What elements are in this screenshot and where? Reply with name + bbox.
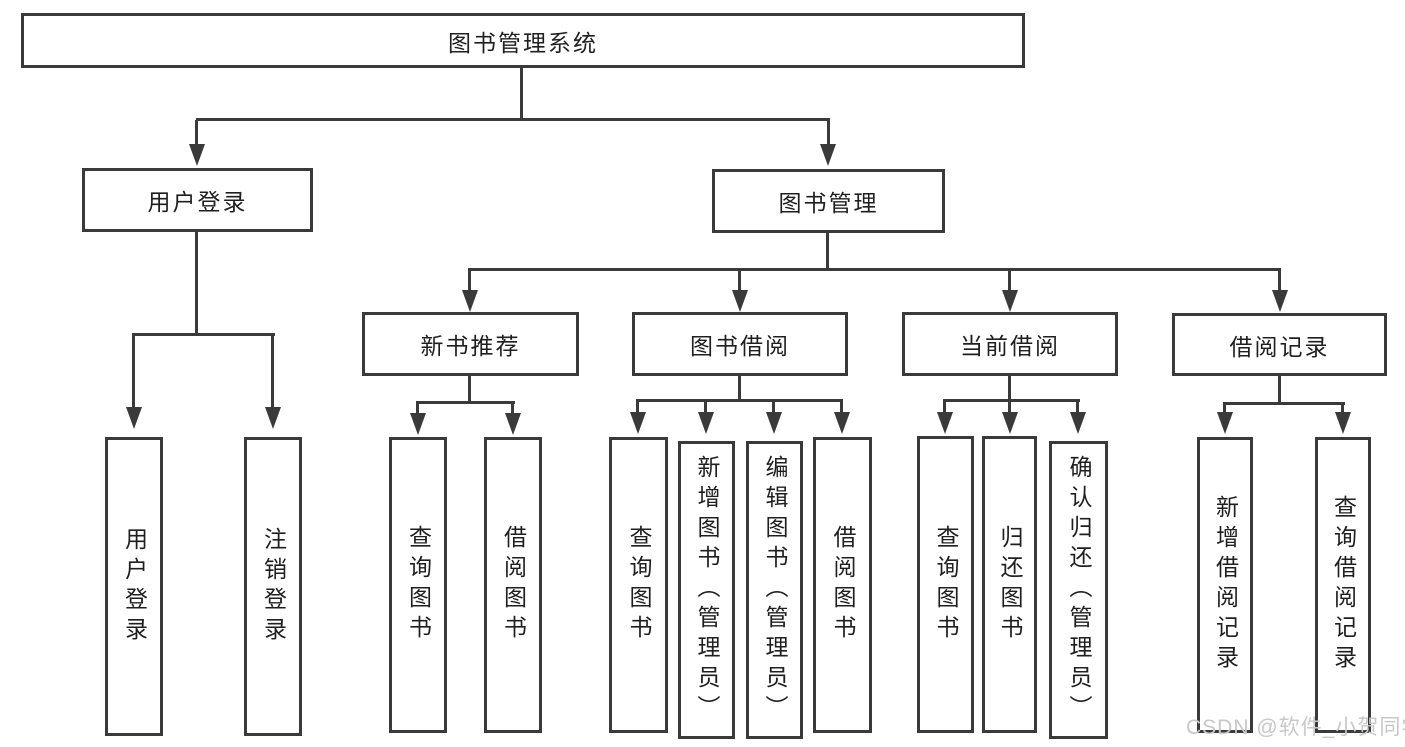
node-borrow-records: 借阅记录 (1172, 313, 1387, 376)
connector-shaft (271, 335, 274, 409)
node-new-book-recommend: 新书推荐 (362, 312, 579, 376)
node-system-root: 图书管理系统 (21, 13, 1025, 68)
connector-shaft (1008, 401, 1011, 414)
connector-userlogin-stem (195, 232, 198, 335)
node-user-login-module: 用户登录 (82, 168, 313, 232)
connector-bb-stem (738, 376, 741, 402)
connector-nbr-branch (416, 401, 515, 404)
arrowhead-icon (189, 144, 205, 166)
arrowhead-icon (1070, 412, 1086, 434)
arrowhead-icon (1002, 412, 1018, 434)
leaf-bb-edit-books-admin: 编辑图书（管理员） (746, 441, 803, 739)
connector-shaft (1008, 270, 1011, 292)
connector-br-branch (1223, 402, 1345, 405)
connector-shaft (840, 401, 843, 414)
connector-shaft (827, 120, 830, 146)
connector-root-branch (196, 118, 830, 121)
connector-shaft (1278, 270, 1281, 292)
connector-cb-branch (943, 399, 1080, 402)
arrowhead-icon (126, 407, 142, 429)
arrowhead-icon (1002, 290, 1018, 312)
node-book-borrow: 图书借阅 (632, 312, 848, 376)
leaf-cb-confirm-return-admin: 确认归还（管理员） (1049, 441, 1108, 739)
connector-cb-stem (1008, 376, 1011, 402)
arrowhead-icon (820, 144, 836, 166)
node-current-borrow: 当前借阅 (902, 312, 1118, 376)
arrowhead-icon (1217, 412, 1233, 434)
connector-shaft (636, 401, 639, 414)
arrowhead-icon (766, 412, 782, 434)
arrowhead-icon (410, 413, 426, 435)
arrowhead-icon (1335, 412, 1351, 434)
connector-bookmgmt-branch (468, 268, 1281, 271)
connector-shaft (1076, 401, 1079, 414)
connector-shaft (1223, 404, 1226, 414)
connector-userlogin-branch (132, 333, 275, 336)
leaf-cb-return-books: 归还图书 (982, 436, 1037, 733)
connector-root-stem (520, 68, 523, 120)
connector-shaft (1341, 404, 1344, 414)
arrowhead-icon (505, 413, 521, 435)
arrowhead-icon (630, 412, 646, 434)
node-book-management: 图书管理 (712, 169, 945, 233)
connector-bookmgmt-stem (826, 233, 829, 271)
connector-shaft (511, 403, 514, 415)
leaf-bb-query-books: 查询图书 (609, 437, 668, 733)
arrowhead-icon (834, 412, 850, 434)
leaf-cb-query-books: 查询图书 (917, 436, 974, 733)
connector-shaft (132, 335, 135, 409)
connector-shaft (704, 401, 707, 414)
arrowhead-icon (937, 412, 953, 434)
leaf-br-query-record: 查询借阅记录 (1315, 437, 1371, 733)
leaf-nbr-query-books: 查询图书 (389, 437, 447, 733)
leaf-br-add-record: 新增借阅记录 (1197, 437, 1253, 733)
connector-shaft (416, 403, 419, 415)
connector-shaft (468, 270, 471, 292)
leaf-user-login: 用户登录 (105, 437, 163, 736)
leaf-bb-add-books-admin: 新增图书（管理员） (678, 441, 735, 739)
leaf-bb-borrow-books: 借阅图书 (813, 437, 872, 733)
connector-br-stem (1278, 376, 1281, 405)
csdn-watermark: CSDN @软件_小贺同学 (1186, 716, 1405, 739)
arrowhead-icon (732, 290, 748, 312)
arrowhead-icon (1272, 290, 1288, 312)
arrowhead-icon (698, 412, 714, 434)
arrowhead-icon (462, 290, 478, 312)
connector-shaft (772, 401, 775, 414)
connector-nbr-stem (468, 376, 471, 404)
connector-bb-branch (636, 399, 843, 402)
connector-shaft (943, 401, 946, 414)
connector-shaft (195, 120, 198, 146)
connector-shaft (738, 270, 741, 292)
arrowhead-icon (265, 407, 281, 429)
leaf-nbr-borrow-books: 借阅图书 (484, 437, 542, 733)
leaf-logout: 注销登录 (244, 437, 302, 736)
